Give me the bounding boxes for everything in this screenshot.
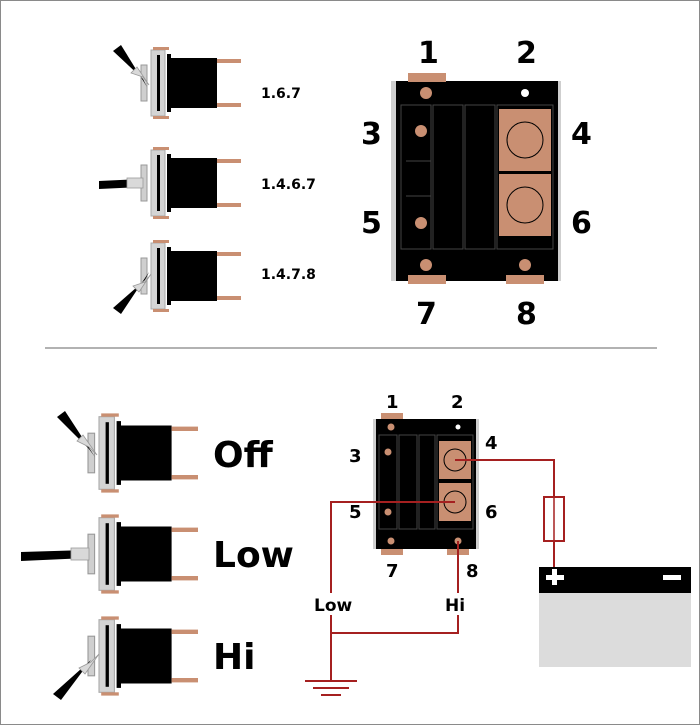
wire-low	[330, 501, 455, 593]
toggle-switch-icon	[53, 615, 199, 700]
toggle-switch-icon	[113, 239, 242, 314]
small-terminal-label-8: 8	[466, 561, 479, 582]
wire-label-hi: Hi	[445, 596, 465, 616]
switch-terminal-face	[391, 73, 561, 284]
position-3-terminals: 1.4.7.8	[261, 267, 316, 283]
mode-label-low: Low	[213, 535, 294, 576]
switch-position-3: 1.4.7.8	[113, 239, 316, 314]
mode-hi: Hi	[53, 615, 255, 700]
small-terminal-label-5: 5	[349, 502, 362, 523]
terminal-label-5: 5	[361, 206, 382, 241]
switch-position-2: 1.4.6.7	[99, 146, 316, 220]
small-terminal-label-4: 4	[485, 433, 498, 454]
position-2-terminals: 1.4.6.7	[261, 177, 316, 193]
mode-off: Off	[57, 411, 274, 494]
battery-icon	[539, 567, 691, 667]
switch-terminal-face-small	[373, 413, 479, 555]
terminal-label-8: 8	[516, 297, 537, 332]
wire-to-fuse	[455, 459, 555, 497]
terminal-label-3: 3	[361, 117, 382, 152]
small-terminal-label-3: 3	[349, 446, 362, 467]
terminal-label-6: 6	[571, 206, 592, 241]
small-terminal-label-1: 1	[386, 392, 399, 413]
small-terminal-label-7: 7	[386, 561, 399, 582]
terminal-label-1: 1	[418, 36, 439, 71]
terminal-label-7: 7	[416, 297, 437, 332]
terminal-label-2: 2	[516, 36, 537, 71]
terminal-label-4: 4	[571, 117, 592, 152]
small-terminal-label-6: 6	[485, 502, 498, 523]
toggle-switch-icon	[99, 146, 242, 220]
toggle-switch-icon	[21, 513, 199, 595]
toggle-switch-icon	[57, 411, 199, 494]
small-terminal-label-2: 2	[451, 392, 464, 413]
wiring	[330, 459, 555, 681]
wire-hi-return	[331, 615, 459, 634]
mode-low: Low	[21, 513, 294, 595]
position-1-terminals: 1.6.7	[261, 86, 301, 102]
wire-label-low: Low	[314, 596, 353, 616]
mode-label-hi: Hi	[213, 637, 255, 678]
mode-label-off: Off	[213, 435, 274, 476]
ground-icon	[305, 680, 357, 696]
toggle-switch-icon	[113, 45, 242, 120]
fuse-icon	[543, 496, 565, 542]
switch-position-1: 1.6.7	[113, 45, 301, 120]
